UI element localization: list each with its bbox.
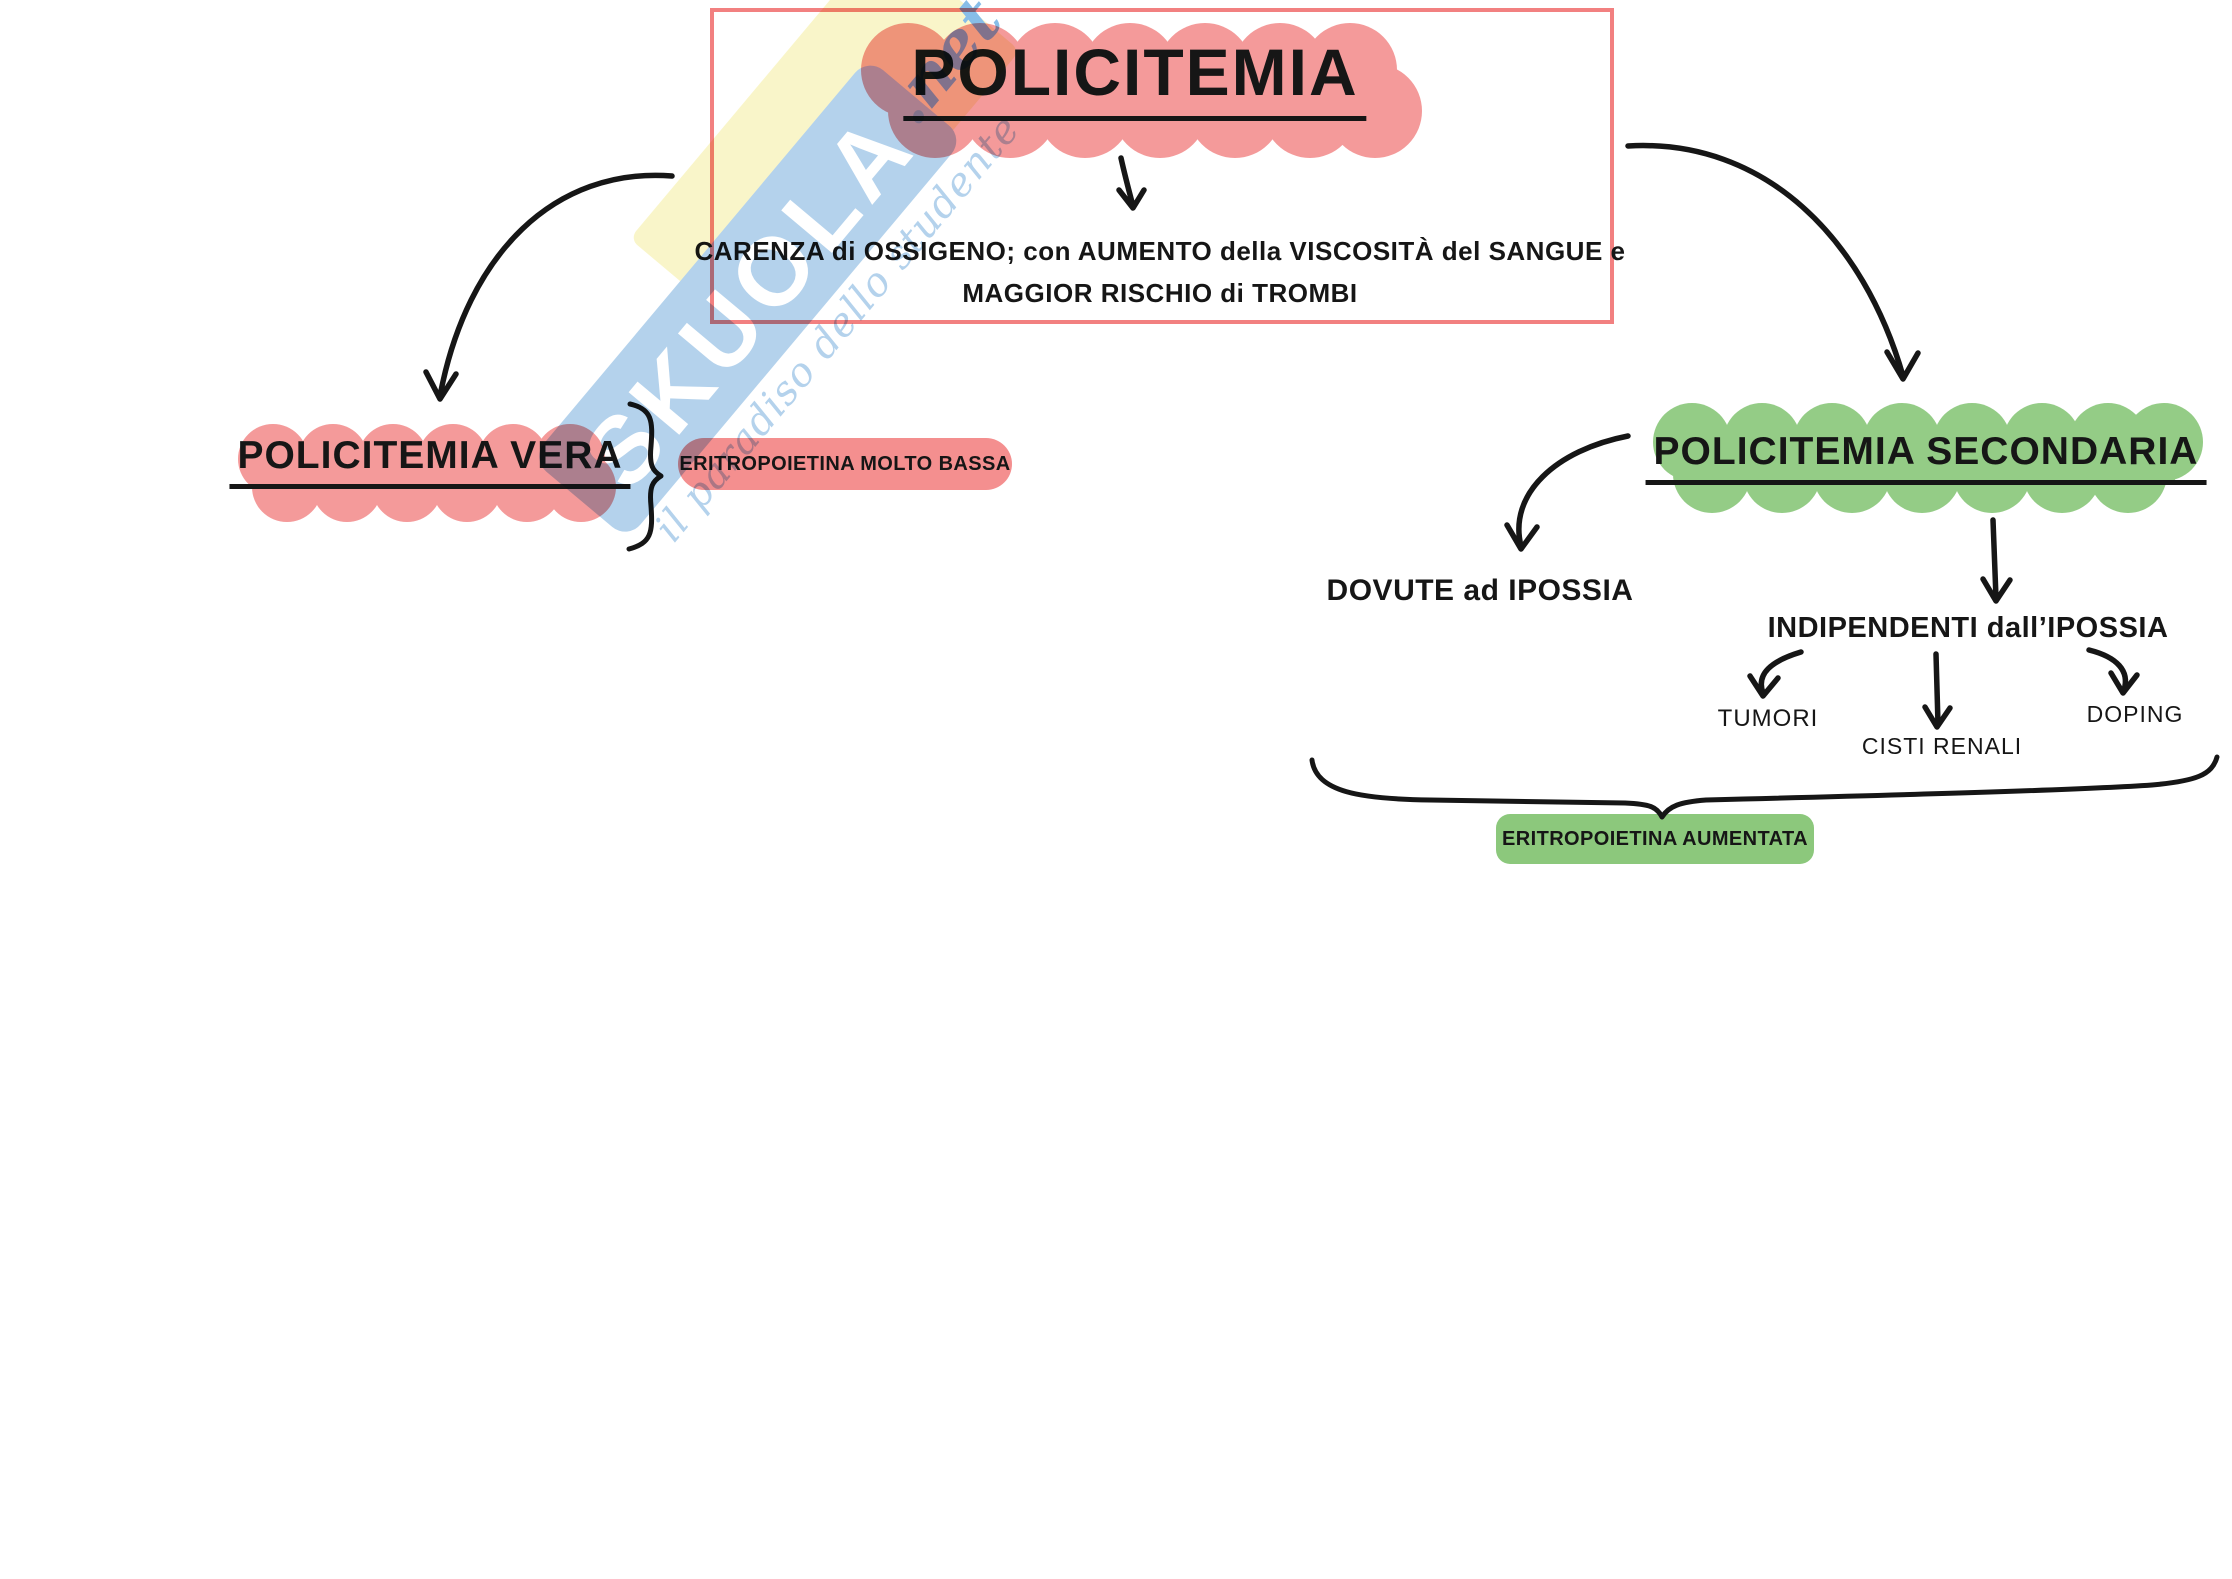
secondaria-highlight-blob (1653, 403, 2203, 513)
node-policitemia-secondaria: POLICITEMIA SECONDARIA (1645, 430, 2207, 485)
leaf-tumori: TUMORI (1717, 705, 1819, 732)
leaf-cisti-renali: CISTI RENALI (1861, 733, 2023, 759)
description-line-1: CARENZA di OSSIGENO; con AUMENTO della V… (694, 236, 1626, 266)
description-line-2: MAGGIOR RISCHIO di TROMBI (962, 278, 1358, 308)
node-policitemia-vera-text: POLICITEMIA VERA (229, 434, 631, 489)
page-title-text: POLICITEMIA (903, 35, 1367, 121)
node-indipendenti-dall-ipossia: INDIPENDENTI dall’IPOSSIA (1767, 612, 2169, 644)
note-eritropoietina-molto-bassa: ERITROPOIETINA MOLTO BASSA (678, 438, 1012, 490)
note-eritropoietina-aumentata: ERITROPOIETINA AUMENTATA (1496, 814, 1814, 864)
leaf-doping: DOPING (2086, 701, 2184, 727)
arrow-title-to-vera (423, 172, 675, 402)
arrow-title-to-secondaria (1625, 142, 1921, 382)
page-title: POLICITEMIA (903, 34, 1367, 121)
note-eritropoietina-molto-bassa-text: ERITROPOIETINA MOLTO BASSA (679, 452, 1011, 475)
node-policitemia-secondaria-text: POLICITEMIA SECONDARIA (1645, 430, 2207, 485)
node-policitemia-vera: POLICITEMIA VERA (229, 434, 631, 489)
node-dovute-ad-ipossia: DOVUTE ad IPOSSIA (1326, 574, 1634, 607)
note-eritropoietina-aumentata-text: ERITROPOIETINA AUMENTATA (1502, 827, 1808, 850)
arrow-indipendenti-to-tumori (1747, 649, 1804, 699)
arrow-indipendenti-to-cisti-renali (1922, 651, 1953, 730)
arrow-secondaria-to-indipendenti (1980, 517, 2013, 604)
arrow-indipendenti-to-doping (2086, 647, 2140, 696)
brace-eritropoietina-aumentata (1309, 754, 2220, 820)
arrow-secondaria-to-dovute (1504, 433, 1631, 552)
